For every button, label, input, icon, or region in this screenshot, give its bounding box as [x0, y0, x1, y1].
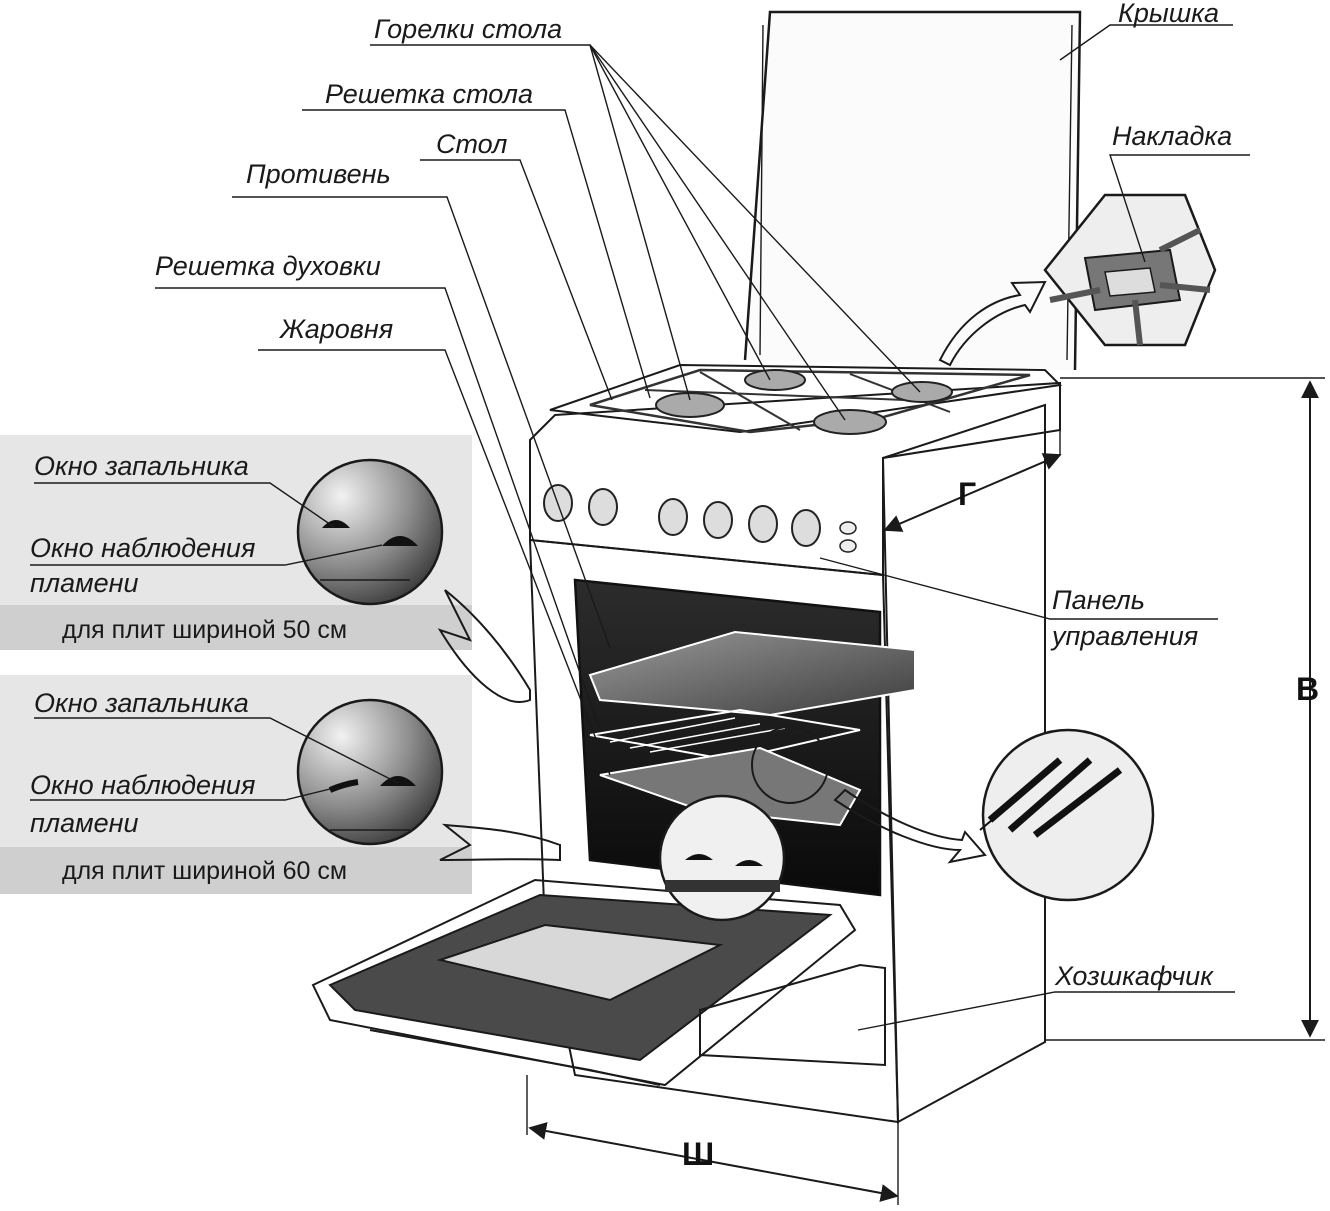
igniter-window-icon	[322, 520, 350, 528]
hob-top	[549, 363, 1063, 434]
dimension-label-depth: Г	[958, 476, 976, 512]
label-flame-window-60: Окно наблюдения	[30, 770, 255, 800]
burner-icon	[655, 392, 725, 418]
inset-arrows	[437, 589, 561, 862]
label-igniter-window-50: Окно запальника	[34, 451, 249, 481]
label-igniter-window-60: Окно запальника	[34, 688, 249, 718]
knob-icon	[748, 505, 778, 543]
inset-50cm-caption-bar	[0, 605, 472, 650]
knob-icon	[791, 509, 821, 547]
knob-icon	[588, 488, 618, 526]
dimension-height: В	[1045, 377, 1325, 1041]
label-oven-rack: Решетка духовки	[155, 251, 381, 281]
label-flame-window-50-line2: пламени	[30, 568, 139, 598]
label-control-panel: Панель	[1052, 585, 1145, 615]
callouts-left: Горелки стола Решетка стола Стол Противе…	[155, 14, 921, 776]
leader-hob	[420, 159, 613, 401]
leader-cap	[1109, 154, 1250, 263]
inset-60cm-caption-bar	[0, 847, 472, 894]
stove	[311, 363, 1063, 1124]
leader-tray	[232, 196, 611, 649]
door-window-detail	[658, 794, 786, 922]
label-storage: Хозшкафчик	[1054, 961, 1214, 991]
label-hob: Стол	[436, 129, 507, 159]
caption-50cm: для плит шириной 50 см	[62, 616, 347, 644]
label-control-panel-line2: управления	[1050, 621, 1198, 651]
rack-guide-detail	[751, 726, 1155, 902]
oven-tray	[588, 630, 916, 717]
control-knobs	[543, 484, 857, 553]
knob-icon	[658, 498, 688, 536]
inset-50cm-magnifier	[296, 458, 444, 606]
inset-60cm-panel: Окно запальника Окно наблюдения пламени …	[0, 675, 472, 894]
igniter-window-icon	[328, 779, 359, 793]
leader-roaster	[258, 349, 611, 776]
storage-drawer	[699, 963, 886, 1067]
burner-icon	[891, 381, 953, 403]
lid-panel	[743, 10, 1082, 371]
label-burners: Горелки стола	[374, 14, 562, 44]
label-flame-window-50: Окно наблюдения	[30, 533, 255, 563]
oven-door-glass	[436, 923, 724, 1002]
leader-oven-rack	[155, 287, 601, 731]
label-flame-window-60-line2: пламени	[30, 808, 139, 838]
label-lid: Крышка	[1118, 0, 1219, 28]
oven-rack	[589, 708, 861, 762]
stove-side-panel	[881, 403, 1046, 1124]
knob-icon	[703, 501, 733, 539]
button-icon	[839, 521, 857, 535]
control-panel	[529, 381, 1061, 577]
caption-60cm: для плит шириной 60 см	[62, 857, 347, 885]
dimension-depth: Г	[882, 390, 1062, 540]
dimension-width: Ш	[526, 1075, 899, 1205]
dimension-label-width: Ш	[682, 1136, 714, 1172]
burners	[655, 369, 953, 435]
burner-icon	[813, 409, 887, 435]
callouts-right: Крышка Накладка Панель управления Хозшка…	[819, 0, 1250, 1031]
inset-60cm-magnifier	[296, 698, 444, 846]
label-cap: Накладка	[1112, 121, 1232, 151]
leader-lid	[1059, 24, 1233, 61]
label-roaster: Жаровня	[278, 314, 393, 344]
roaster	[599, 746, 862, 827]
inset-50cm-panel: Окно запальника Окно наблюдения пламени …	[0, 435, 472, 650]
button-icon	[839, 539, 857, 553]
flame-window-icon	[382, 536, 418, 546]
leader-storage	[857, 991, 1235, 1031]
leader-hob-grate	[302, 109, 651, 399]
burner-icon	[744, 369, 806, 391]
leader-control-panel	[819, 557, 1218, 620]
label-hob-grate: Решетка стола	[325, 79, 533, 109]
dimension-label-height: В	[1296, 671, 1319, 707]
lid	[743, 10, 1082, 371]
oven-door	[311, 878, 857, 1087]
label-tray: Противень	[246, 159, 391, 189]
